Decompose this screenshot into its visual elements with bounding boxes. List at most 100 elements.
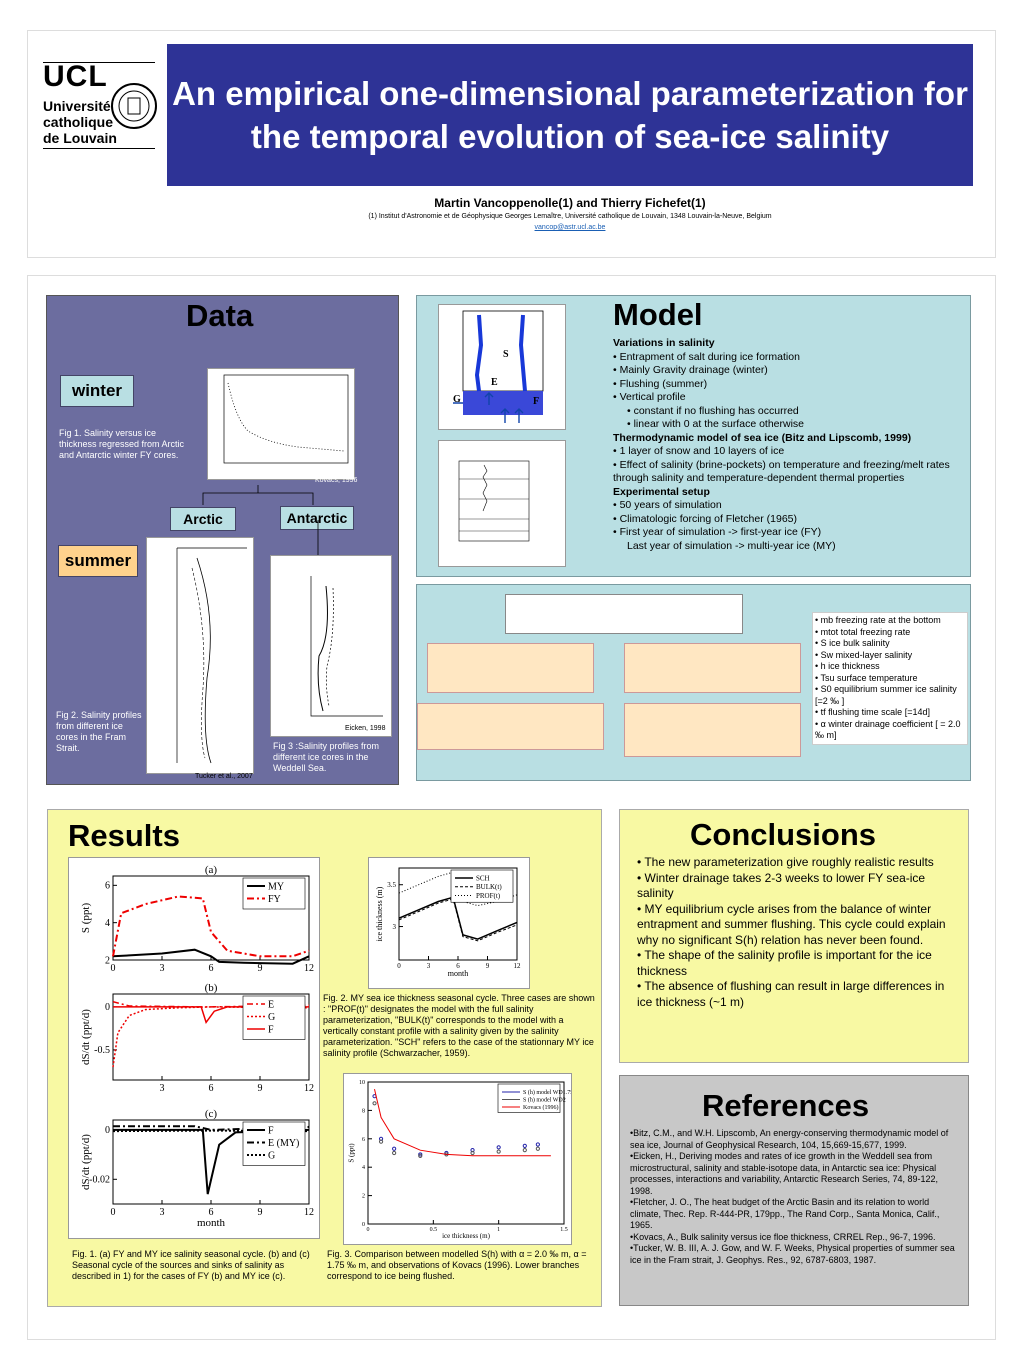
- series-line: [398, 871, 518, 907]
- y-tick-label: 6: [362, 1137, 365, 1143]
- references-heading: References: [702, 1088, 870, 1123]
- y-axis-label: dS/dt (ppt/d): [80, 1134, 92, 1190]
- main-equation: [505, 594, 743, 634]
- x-tick-label: 3: [160, 1083, 165, 1094]
- y-tick-label: 2: [105, 955, 110, 966]
- data-point: [522, 1143, 527, 1149]
- model-line: Experimental setup: [613, 485, 710, 498]
- data-point: [372, 1101, 377, 1106]
- antarctic-label: Antarctic: [280, 506, 354, 530]
- fig2-caption: Fig 2. Salinity profiles from different …: [56, 710, 142, 753]
- ucl-logo-subtext: Université catholique de Louvain: [43, 98, 117, 146]
- fig2-credit: Tucker et al., 2007: [195, 773, 253, 780]
- reference-item: •Eicken, H., Deriving modes and rates of…: [630, 1151, 938, 1196]
- model-line: • Flushing (summer): [613, 377, 708, 390]
- branch-lines: [202, 485, 319, 560]
- y-tick-label: 3: [393, 923, 397, 931]
- diagram-label-s: S: [503, 349, 509, 360]
- authors: Martin Vancoppenolle(1) and Thierry Fich…: [434, 196, 706, 210]
- results-fig1-caption: Fig. 1. (a) FY and MY ice salinity seaso…: [72, 1249, 310, 1281]
- fig3-image: [270, 555, 392, 737]
- model-line: • Climatologic forcing of Fletcher (1965…: [613, 512, 798, 525]
- x-tick-label: 1: [497, 1227, 500, 1233]
- data-point: [392, 1150, 397, 1156]
- logo-rule-top: [43, 62, 155, 63]
- x-tick-label: 6: [209, 963, 214, 974]
- layers-diagram: [438, 440, 566, 567]
- email-link[interactable]: vancop@astr.ucl.ac.be: [534, 224, 606, 231]
- fig2-image: [146, 537, 254, 774]
- model-line: • Mainly Gravity drainage (winter): [613, 364, 768, 376]
- fig1-credit: Kovacs, 1996: [315, 477, 358, 484]
- y-tick-label: 0: [105, 1002, 110, 1013]
- x-tick-label: 3: [427, 962, 431, 970]
- x-axis-label: month: [197, 1217, 226, 1229]
- fig1-image: [207, 368, 355, 480]
- legend-label: PROF(t): [476, 892, 501, 900]
- summer-label: summer: [58, 545, 138, 577]
- diagram-label-f: F: [533, 396, 539, 407]
- model-line: • 1 layer of snow and 10 layers of ice: [613, 445, 785, 457]
- x-tick-label: 12: [304, 963, 314, 974]
- model-heading: Model: [613, 297, 703, 332]
- x-tick-label: 6: [209, 1207, 214, 1218]
- legend-box: [242, 877, 306, 910]
- model-text: Variations in salinity • Entrapment of s…: [613, 337, 963, 553]
- conclusion-item: • MY equilibrium cycle arises from the b…: [637, 901, 946, 947]
- series-line: [398, 896, 518, 940]
- conclusion-item: • The new parameterization give roughly …: [637, 855, 934, 869]
- model-line: • Vertical profile: [613, 391, 686, 403]
- model-line: • 50 years of simulation: [613, 499, 722, 511]
- legend-label: G: [268, 1150, 275, 1161]
- x-tick-label: 0: [367, 1227, 370, 1233]
- results-fig2-caption: Fig. 2. MY sea ice thickness seasonal cy…: [323, 993, 595, 1058]
- y-tick-label: 4: [105, 918, 110, 929]
- chart-title: (b): [205, 982, 218, 994]
- data-point: [392, 1146, 397, 1151]
- reference-item: •Tucker, W. B. III, A. J. Gow, and W. F.…: [630, 1243, 955, 1265]
- header-frame: [27, 30, 996, 258]
- series-line: [113, 1006, 309, 1025]
- x-tick-label: 9: [258, 963, 263, 974]
- y-tick-label: 4: [362, 1165, 365, 1171]
- body-frame: [27, 275, 996, 1340]
- x-axis-label: month: [448, 969, 468, 978]
- y-tick-label: 3.5: [387, 881, 396, 889]
- data-point: [470, 1150, 475, 1156]
- x-tick-label: 12: [304, 1083, 314, 1094]
- fig1-caption: Fig 1. Salinity versus ice thickness reg…: [59, 428, 185, 460]
- ice-diagram: S E G F: [438, 304, 566, 430]
- y-tick-label: 0: [105, 1125, 110, 1136]
- legend-label: MY: [268, 881, 284, 892]
- y-axis-label: S (ppt): [348, 1143, 356, 1163]
- conclusions-panel: [619, 809, 969, 1063]
- references-panel: [619, 1075, 969, 1306]
- conclusions-list: • The new parameterization give roughly …: [637, 855, 955, 1010]
- diagram-label-e: E: [491, 377, 498, 388]
- x-tick-label: 9: [486, 962, 490, 970]
- x-tick-label: 12: [304, 1207, 314, 1218]
- legend-label: E: [268, 999, 274, 1010]
- y-tick-label: -0.5: [94, 1045, 110, 1056]
- y-tick-label: -0.02: [89, 1175, 110, 1186]
- data-point: [418, 1153, 423, 1158]
- x-tick-label: 6: [209, 1083, 214, 1094]
- model-line: • Entrapment of salt during ice formatio…: [613, 350, 800, 363]
- conclusions-heading: Conclusions: [690, 817, 877, 852]
- model-line: Variations in salinity: [613, 337, 715, 349]
- y-tick-label: 0: [362, 1222, 365, 1228]
- references-list: •Bitz, C.M., and W.H. Lipscomb, An energ…: [630, 1128, 960, 1266]
- results-heading: Results: [68, 818, 180, 853]
- fs-equation: [417, 703, 604, 750]
- poster-title: An empirical one-dimensional parameteriz…: [167, 44, 973, 186]
- x-axis-label: ice thickness (m): [442, 1232, 490, 1240]
- data-point: [535, 1146, 540, 1151]
- reference-item: •Fletcher, J. O., The heat budget of the…: [630, 1197, 940, 1230]
- arctic-label: Arctic: [170, 507, 236, 531]
- legend-label: E (MY): [268, 1138, 299, 1149]
- legend-label: FY: [268, 894, 281, 905]
- legend-label: BULK(t): [476, 883, 502, 891]
- y-axis-label: S (ppt): [80, 903, 92, 934]
- entrapment-equation: [427, 643, 594, 693]
